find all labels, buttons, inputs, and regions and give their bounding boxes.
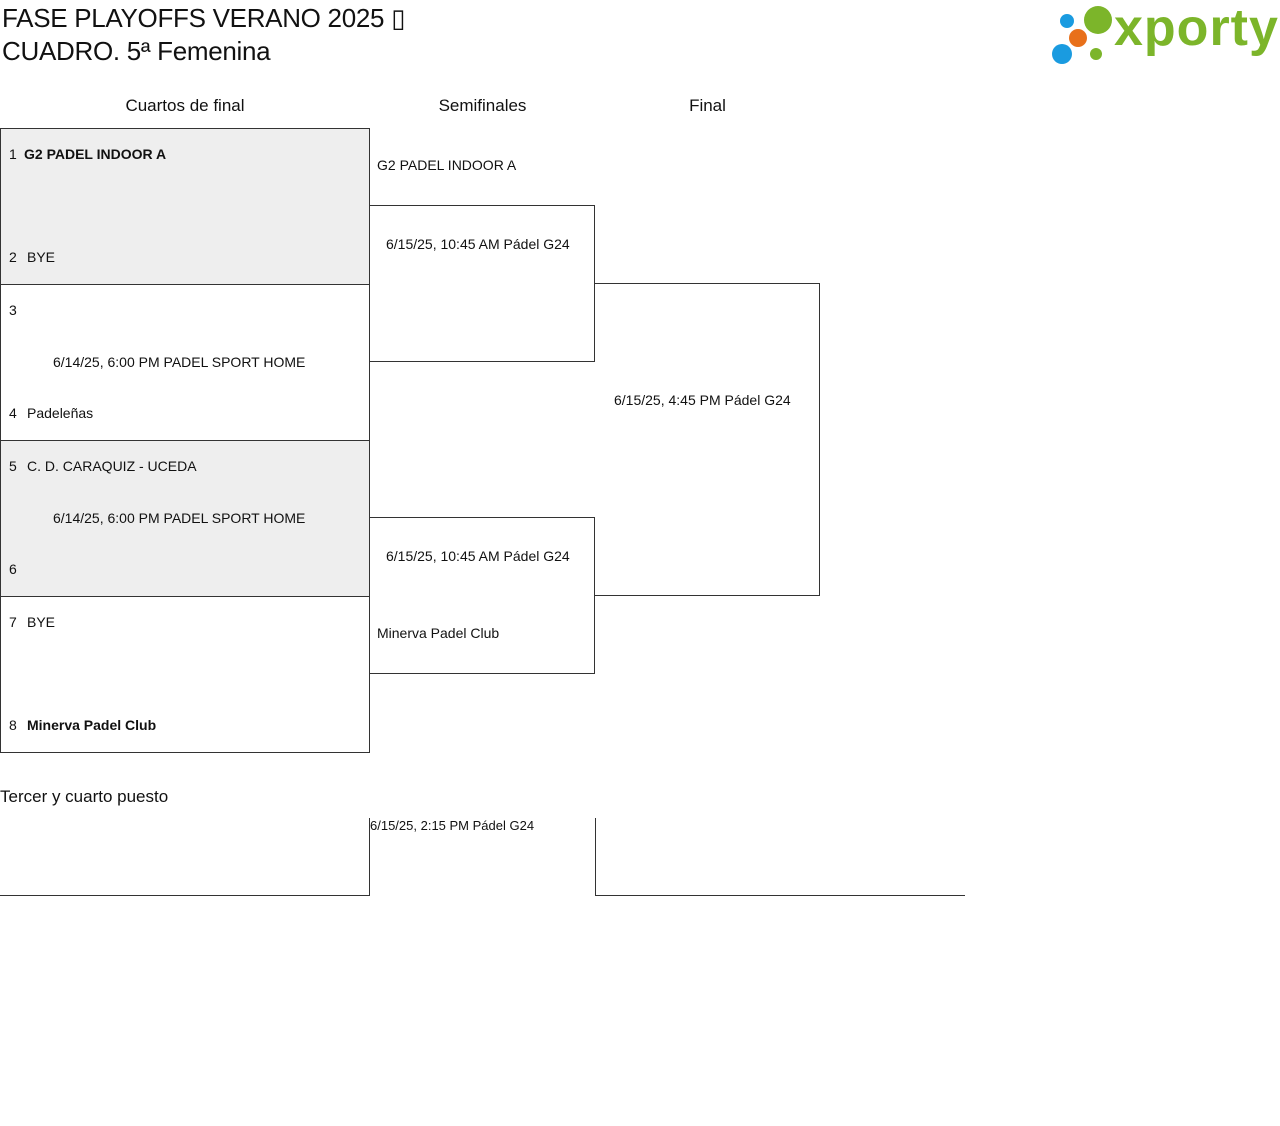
logo-text: xporty <box>1114 0 1279 57</box>
third-place-right-line <box>595 895 965 896</box>
quarterfinal-match-4: 7 BYE 8 Minerva Padel Club <box>0 596 370 753</box>
seed-row: 5 C. D. CARAQUIZ - UCEDA <box>9 458 197 474</box>
team-name: Minerva Padel Club <box>27 717 157 733</box>
semifinal-1-match-info: 6/15/25, 10:45 AM Pádel G24 <box>386 236 570 252</box>
seed-row: 1 G2 PADEL INDOOR A <box>9 146 166 162</box>
semifinal-2-team-bottom: Minerva Padel Club <box>377 625 500 641</box>
final-top-line <box>595 283 820 284</box>
match-info: 6/14/25, 6:00 PM PADEL SPORT HOME <box>53 354 306 370</box>
third-place-match-info: 6/15/25, 2:15 PM Pádel G24 <box>370 818 535 833</box>
title-line-1: FASE PLAYOFFS VERANO 2025 ▯ <box>2 3 406 33</box>
round-header-quarterfinals: Cuartos de final <box>125 96 245 115</box>
quarterfinal-match-2: 3 6/14/25, 6:00 PM PADEL SPORT HOME 4 Pad… <box>0 284 370 441</box>
third-place-title: Tercer y cuarto puesto <box>0 787 169 806</box>
page-title: FASE PLAYOFFS VERANO 2025 ▯ CUADRO. 5ª F… <box>2 2 405 68</box>
final-bottom-line <box>595 595 820 596</box>
seed-row: 4 Padeleñas <box>9 405 93 421</box>
semifinal-1-team-top: G2 PADEL INDOOR A <box>377 157 517 173</box>
seed-number: 7 <box>9 614 17 630</box>
third-place-divider-right <box>595 818 596 896</box>
logo-dot-green <box>1084 6 1112 34</box>
team-name: Padeleñas <box>27 405 94 421</box>
quarterfinal-match-3: 5 C. D. CARAQUIZ - UCEDA 6/14/25, 6:00 PM… <box>0 440 370 597</box>
seed-number: 6 <box>9 561 17 577</box>
third-place-left-line <box>0 895 370 896</box>
team-name: G2 PADEL INDOOR A <box>24 146 167 162</box>
semifinal-1-right-line <box>594 205 595 362</box>
third-place-divider-left <box>369 818 370 896</box>
logo-dot-blue-top <box>1060 14 1074 28</box>
semifinal-2-match-info: 6/15/25, 10:45 AM Pádel G24 <box>386 548 570 564</box>
logo-dot-blue-bottom <box>1052 44 1072 64</box>
round-header-semifinals: Semifinales <box>438 96 527 115</box>
team-name: BYE <box>27 614 56 630</box>
match-info: 6/14/25, 6:00 PM PADEL SPORT HOME <box>53 510 306 526</box>
team-name: BYE <box>27 249 56 265</box>
seed-row: 3 <box>9 302 27 318</box>
semifinal-1-bottom-line <box>370 361 595 362</box>
quarterfinal-match-1: 1 G2 PADEL INDOOR A 2 BYE <box>0 128 370 285</box>
seed-row: 8 Minerva Padel Club <box>9 717 156 733</box>
logo-dot-orange <box>1069 29 1087 47</box>
team-name: C. D. CARAQUIZ - UCEDA <box>27 458 197 474</box>
xporty-logo: xporty <box>1050 0 1278 66</box>
seed-number: 8 <box>9 717 17 733</box>
seed-row: 2 BYE <box>9 249 55 265</box>
seed-number: 3 <box>9 302 17 318</box>
logo-dot-green-small <box>1090 48 1102 60</box>
seed-number: 4 <box>9 405 17 421</box>
seed-number: 1 <box>9 146 17 162</box>
seed-number: 2 <box>9 249 17 265</box>
seed-number: 5 <box>9 458 17 474</box>
semifinal-1-top-line <box>370 205 595 206</box>
semifinal-2-top-line <box>370 517 595 518</box>
final-match-info: 6/15/25, 4:45 PM Pádel G24 <box>614 392 791 408</box>
seed-row: 7 BYE <box>9 614 55 630</box>
seed-row: 6 <box>9 561 27 577</box>
semifinal-2-bottom-line <box>370 673 595 674</box>
final-right-line <box>819 283 820 596</box>
semifinal-2-right-line <box>594 517 595 674</box>
title-line-2: CUADRO. 5ª Femenina <box>2 36 271 66</box>
round-header-final: Final <box>689 96 726 115</box>
